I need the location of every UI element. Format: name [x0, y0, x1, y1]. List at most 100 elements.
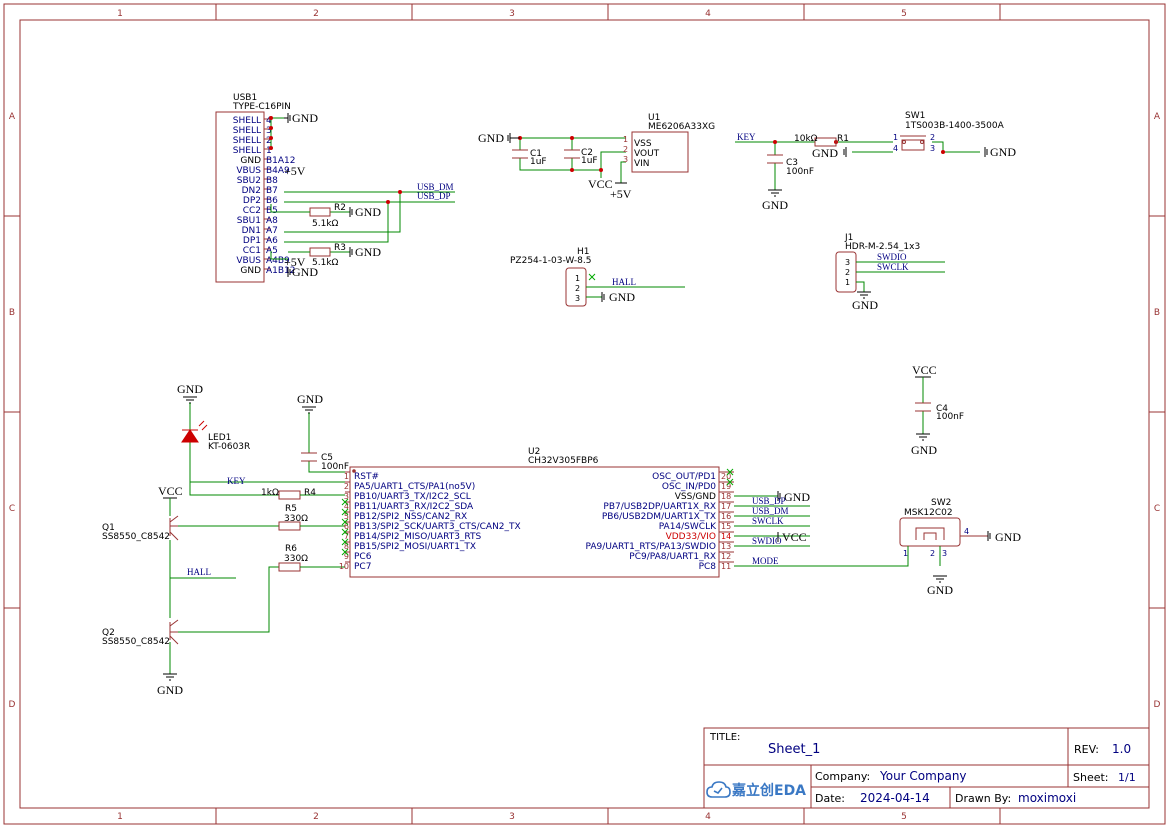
gnd-sw2-bottom — [933, 575, 947, 583]
c4-section: VCC C4 100nF GND — [911, 363, 964, 457]
gnd-label-j1: GND — [852, 298, 878, 312]
sw1-pin-4: 4 — [893, 144, 898, 153]
c2-capacitor — [564, 149, 580, 159]
row-label-right-d: D — [1154, 700, 1161, 710]
usb1-pin-name: GND — [240, 266, 261, 276]
gnd-sw1-left — [843, 147, 847, 157]
row-label-right-c: C — [1154, 504, 1160, 514]
u2-pin-number: 3 — [344, 492, 349, 501]
u2-pin-number: 6 — [344, 522, 349, 531]
gnd-q2 — [163, 673, 177, 681]
usb1-pin-number: A7 — [266, 226, 278, 236]
sw2-part: MSK12C02 — [904, 508, 953, 518]
usb1-pin-name: SHELL — [233, 136, 261, 146]
r2-value: 5.1kΩ — [312, 219, 339, 229]
u2-right-wiring — [734, 495, 909, 567]
u2-pin-name: PA14/SWCLK — [659, 522, 717, 532]
c1-capacitor — [512, 149, 528, 159]
r2-ref: R2 — [334, 203, 346, 213]
usb1-pin-name: DP1 — [243, 236, 261, 246]
u2-pin-number: 8 — [344, 542, 349, 551]
gnd-label-sw1-right: GND — [990, 145, 1016, 159]
r4-resistor — [278, 490, 345, 500]
q1-part: SS8550_C8542 — [102, 532, 170, 542]
net-ldo-5v: +5V — [610, 187, 632, 201]
r4-value: 1kΩ — [261, 488, 279, 498]
c4-value: 100nF — [936, 412, 964, 422]
gnd-c3 — [768, 189, 782, 197]
j1-ref: J1 — [844, 233, 853, 243]
u2-pin-name: OSC_IN/PD0 — [662, 482, 716, 492]
q2-ref: Q2 — [102, 628, 115, 638]
col-label-bottom-4: 4 — [705, 812, 711, 822]
row-label-right-b: B — [1154, 308, 1160, 318]
usb1-pin-name: DP2 — [243, 196, 261, 206]
net-label-swdio-u2: SWDIO — [752, 536, 782, 546]
row-label-left-d: D — [9, 700, 16, 710]
usb1-pin-name: DN1 — [242, 226, 261, 236]
gnd-label-c5: GND — [297, 392, 323, 406]
c2-value: 1uF — [581, 156, 598, 166]
led1-ref: LED1 — [208, 433, 231, 443]
col-label-top-4: 4 — [705, 9, 711, 19]
h1-header: H1 PZ254-1-03-W-8.5 1 2 3 HALL GND — [510, 247, 685, 307]
gnd-label-sw1-left: GND — [812, 146, 838, 160]
u2-pin-name: PB6/USB2DM/UART1X_TX — [602, 512, 716, 522]
usb1-ref: USB1 — [233, 93, 257, 103]
gnd-j1 — [857, 291, 871, 299]
sheet-frame — [3, 3, 1166, 825]
usb1-pin-number: 3 — [266, 126, 272, 136]
gnd-usb1-bottom — [287, 267, 291, 277]
r1-value: 10kΩ — [794, 134, 818, 144]
c4-ref: C4 — [936, 404, 948, 414]
net-usb1-vbus-5v: +5V — [284, 164, 306, 178]
u2-pin-number: 7 — [344, 532, 349, 541]
col-label-bottom-5: 5 — [901, 812, 907, 822]
c1-value: 1uF — [530, 157, 547, 167]
net-ldo-vcc: VCC — [588, 177, 613, 191]
c5-ref: C5 — [321, 453, 333, 463]
gnd-sw1-right — [984, 147, 988, 157]
r4-ref: R4 — [304, 488, 316, 498]
u2-pin-number: 20 — [721, 472, 731, 481]
gnd-c5 — [302, 406, 316, 414]
u2-pin-number: 16 — [721, 512, 731, 521]
col-label-top-1: 1 — [117, 9, 123, 19]
gnd-r2 — [349, 207, 353, 217]
net-usb1-vbus2-5v: +5V — [284, 255, 306, 269]
col-label-top-3: 3 — [509, 9, 515, 19]
gnd-label-c3: GND — [762, 198, 788, 212]
j1-pin-2: 2 — [845, 268, 850, 277]
u2-pin-name: PB15/SPI2_MOSI/UART1_TX — [354, 542, 476, 552]
sw2-pin-1: 1 — [903, 549, 908, 558]
company-label: Company: — [815, 770, 870, 783]
usb1-pin-number: B6 — [266, 196, 278, 206]
rev-value: 1.0 — [1112, 742, 1131, 756]
r3-resistor: R3 5.1kΩ — [288, 243, 346, 268]
u2-pin-name: PA9/UART1_RTS/PA13/SWDIO — [586, 542, 716, 552]
col-label-top-5: 5 — [901, 9, 907, 19]
h1-pin-1: 1 — [575, 274, 580, 283]
u2-pin-number: 2 — [344, 482, 349, 491]
usb1-pin-name: VBUS — [236, 256, 261, 266]
q1-ref: Q1 — [102, 523, 115, 533]
gnd-r3 — [349, 247, 353, 257]
sw1-switch — [900, 135, 926, 151]
net-label-swdio-j1: SWDIO — [877, 252, 907, 262]
company-value: Your Company — [879, 769, 967, 783]
net-label-usb-dm: USB_DM — [417, 182, 454, 192]
r5-value: 330Ω — [284, 514, 308, 524]
net-label-hall-q: HALL — [187, 567, 211, 577]
usb1-pin-name: CC2 — [243, 206, 261, 216]
u2-pin-number: 13 — [721, 542, 731, 551]
title-value: Sheet_1 — [768, 742, 820, 757]
q2-part: SS8550_C8542 — [102, 637, 170, 647]
c1-ref: C1 — [530, 149, 542, 159]
sheet-value: 1/1 — [1118, 771, 1136, 784]
gnd-label-sw2-bottom: GND — [927, 583, 953, 597]
usb1-pin-number: 1 — [266, 146, 272, 156]
sw2-pin-2: 2 — [930, 549, 935, 558]
u1-pin-name-3: VIN — [634, 159, 650, 169]
usb1-pin-name: SBU2 — [237, 176, 261, 186]
r2-resistor: R2 5.1kΩ — [288, 203, 346, 229]
